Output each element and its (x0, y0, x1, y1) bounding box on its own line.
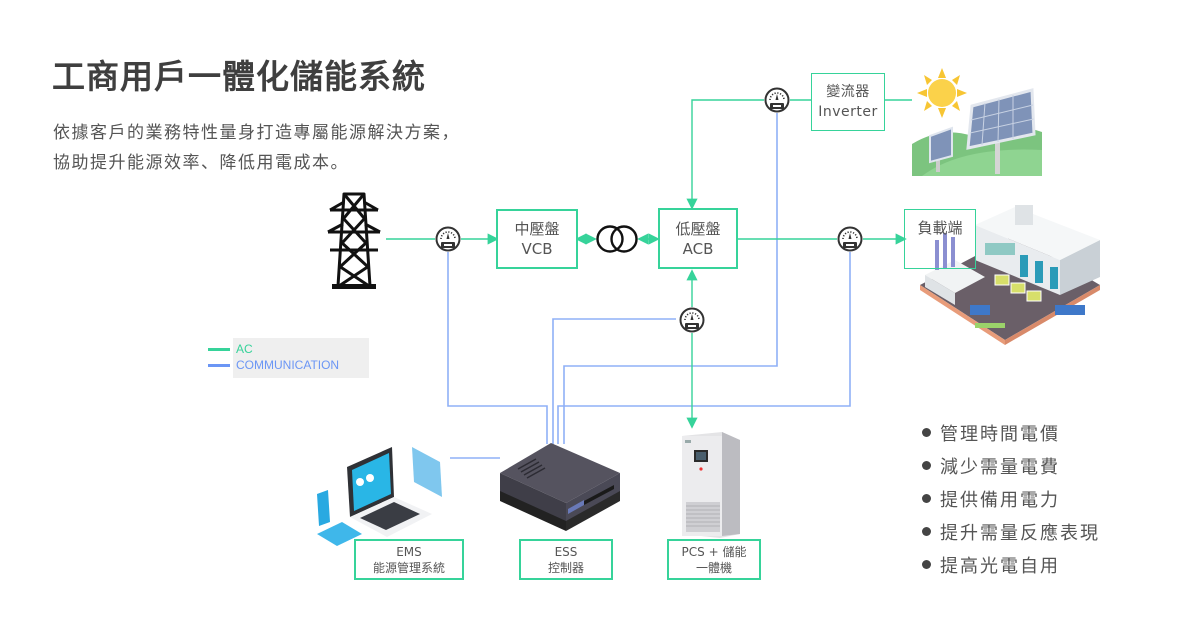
meter-icon-load (837, 226, 863, 252)
comm-line-load-meter (557, 252, 851, 444)
ems-node: EMS 能源管理系統 (354, 539, 464, 580)
load-node: 負載端 (904, 209, 976, 269)
legend-label-ac: AC (236, 342, 253, 356)
bullet-icon (922, 494, 931, 503)
benefit-text: 提升需量反應表現 (940, 522, 1100, 544)
comm-line-acb-meter (552, 318, 676, 444)
transformer-icon (596, 225, 638, 253)
vcb-node: 中壓盤 VCB (496, 209, 578, 269)
ess-label-zh: 控制器 (547, 560, 584, 575)
legend-swatch-communication (208, 363, 230, 367)
acb-node: 低壓盤 ACB (658, 208, 738, 269)
subtitle-line-1: 依據客戶的業務特性量身打造專屬能源解決方案， (53, 123, 460, 143)
benefit-text: 減少需量電費 (940, 456, 1060, 478)
comm-line-pv-meter (563, 113, 778, 444)
benefits-list: 管理時間電價 減少需量電費 提供備用電力 提升需量反應表現 提高光電自用 (922, 416, 1100, 581)
laptop-icon (317, 447, 442, 546)
inverter-label-zh: 變流器 (826, 84, 870, 100)
battery-cabinet-icon (682, 432, 740, 538)
solar-panel-icon (912, 68, 1042, 176)
benefit-item: 提供備用電力 (922, 482, 1100, 515)
comm-line-grid-meter (447, 252, 548, 444)
meter-icon-pv (764, 87, 790, 113)
legend-label-communication: COMMUNICATION (236, 358, 340, 372)
meter-icon-storage (679, 307, 705, 333)
inverter-label-en: Inverter (818, 104, 878, 120)
page-title: 工商用戶一體化儲能系統 (52, 57, 426, 96)
ac-lines (386, 99, 912, 429)
meter-icon-grid (435, 226, 461, 252)
benefit-text: 提供備用電力 (940, 489, 1060, 511)
legend-swatch-ac (208, 347, 230, 351)
ems-label-zh: 能源管理系統 (372, 560, 445, 575)
page-subtitle: 依據客戶的業務特性量身打造專屬能源解決方案， 協助提升能源效率、降低用電成本。 (53, 118, 460, 178)
pcs-label-line1: PCS + 儲能 (681, 544, 747, 559)
pcs-node: PCS + 儲能 一體機 (667, 539, 761, 580)
benefit-text: 管理時間電價 (940, 423, 1060, 445)
transmission-tower-icon (327, 192, 381, 289)
vcb-label-zh: 中壓盤 (514, 220, 560, 238)
legend-item-ac: AC (208, 342, 253, 356)
pcs-label-line2: 一體機 (695, 560, 732, 575)
benefit-item: 減少需量電費 (922, 449, 1100, 482)
subtitle-line-2: 協助提升能源效率、降低用電成本。 (53, 153, 349, 173)
ess-node: ESS 控制器 (519, 539, 613, 580)
legend: AC COMMUNICATION (208, 338, 369, 378)
bullet-icon (922, 560, 931, 569)
controller-device-icon (500, 443, 620, 531)
sun-icon (917, 68, 967, 118)
bullet-icon (922, 527, 931, 536)
vcb-label-en: VCB (521, 240, 553, 258)
communication-lines (447, 113, 851, 459)
bullet-icon (922, 461, 931, 470)
benefit-item: 提升需量反應表現 (922, 515, 1100, 548)
legend-item-communication: COMMUNICATION (208, 358, 339, 372)
benefit-item: 管理時間電價 (922, 416, 1100, 449)
inverter-node: 變流器 Inverter (811, 73, 885, 131)
bullet-icon (922, 428, 931, 437)
acb-label-zh: 低壓盤 (675, 219, 721, 238)
factory-icon (920, 205, 1100, 345)
ems-label-en: EMS (396, 544, 422, 559)
benefit-text: 提高光電自用 (940, 555, 1060, 577)
ess-label-en: ESS (554, 544, 578, 559)
ac-line-pv (686, 99, 764, 210)
load-label: 負載端 (917, 219, 963, 237)
benefit-item: 提高光電自用 (922, 548, 1100, 581)
acb-label-en: ACB (682, 239, 714, 258)
